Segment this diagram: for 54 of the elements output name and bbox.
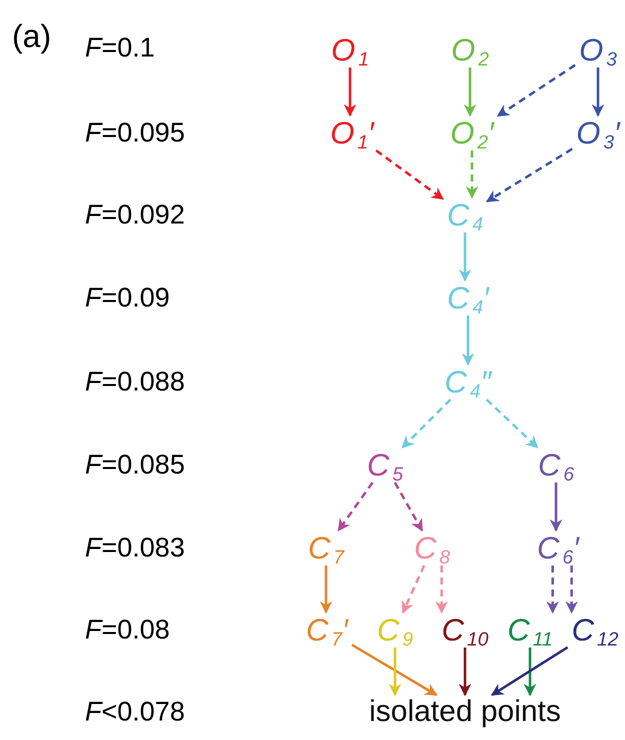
arrow (394, 482, 424, 532)
arrow (402, 398, 452, 448)
arrow (351, 644, 438, 696)
arrow (388, 648, 402, 696)
threshold-label: F=0.083 (85, 534, 185, 562)
cluster-label: C$_{6}$ (536, 450, 576, 480)
cluster-label: O$_{3}$ (577, 34, 619, 66)
arrow (486, 398, 538, 448)
arrow (592, 68, 604, 117)
arrow (496, 64, 576, 118)
threshold-label: F=0.092 (85, 202, 185, 228)
cluster-label: C$_{10}$ (440, 614, 490, 646)
arrow (402, 564, 426, 614)
threshold-label: F=0.085 (85, 452, 185, 478)
cluster-label: O$_{1}$′ (328, 118, 376, 148)
arrow (486, 148, 573, 202)
arrow (565, 566, 578, 614)
threshold-label: F=0.08 (85, 616, 170, 644)
arrow (458, 232, 472, 282)
cluster-label: C$_{7}$ (306, 532, 346, 564)
cluster-label: O$_{2}$′ (448, 118, 496, 148)
cluster-label: O$_{3}$′ (574, 118, 622, 148)
arrow (375, 149, 444, 200)
cluster-label: O$_{2}$ (449, 34, 491, 66)
arrow (462, 316, 474, 366)
threshold-label: F=0.1 (85, 34, 155, 62)
cluster-label: C$_{12}$ (570, 614, 620, 646)
arrow (458, 648, 472, 696)
outcome-label: isolated points (367, 697, 563, 727)
threshold-label: F=0.09 (85, 284, 170, 312)
cluster-label: C$_{5}$ (364, 450, 406, 480)
arrow (524, 648, 536, 696)
cluster-label: C$_{4}$′ (445, 282, 491, 314)
arrow (466, 150, 478, 199)
arrow (337, 482, 374, 532)
arrow (344, 68, 356, 117)
cluster-label: C$_{4}$ (444, 200, 486, 230)
cluster-label: C$_{9}$ (374, 614, 416, 646)
threshold-label: F=0.095 (85, 120, 185, 146)
cluster-label: C$_{4}$″ (442, 366, 494, 398)
cluster-label: O$_{1}$ (329, 34, 371, 66)
threshold-label: F<0.078 (85, 698, 185, 726)
cluster-label: C$_{8}$ (412, 532, 452, 564)
arrow (464, 68, 476, 117)
arrow (320, 566, 332, 614)
arrow (546, 566, 559, 614)
cluster-label: C$_{11}$ (505, 614, 555, 646)
arrow (550, 482, 562, 532)
cluster-label: C$_{6}$′ (535, 532, 581, 564)
panel-label: (a) (12, 20, 52, 52)
arrow (435, 566, 448, 614)
cluster-label: C$_{7}$′ (304, 614, 350, 646)
arrow (490, 646, 568, 696)
threshold-label: F=0.088 (85, 368, 185, 396)
